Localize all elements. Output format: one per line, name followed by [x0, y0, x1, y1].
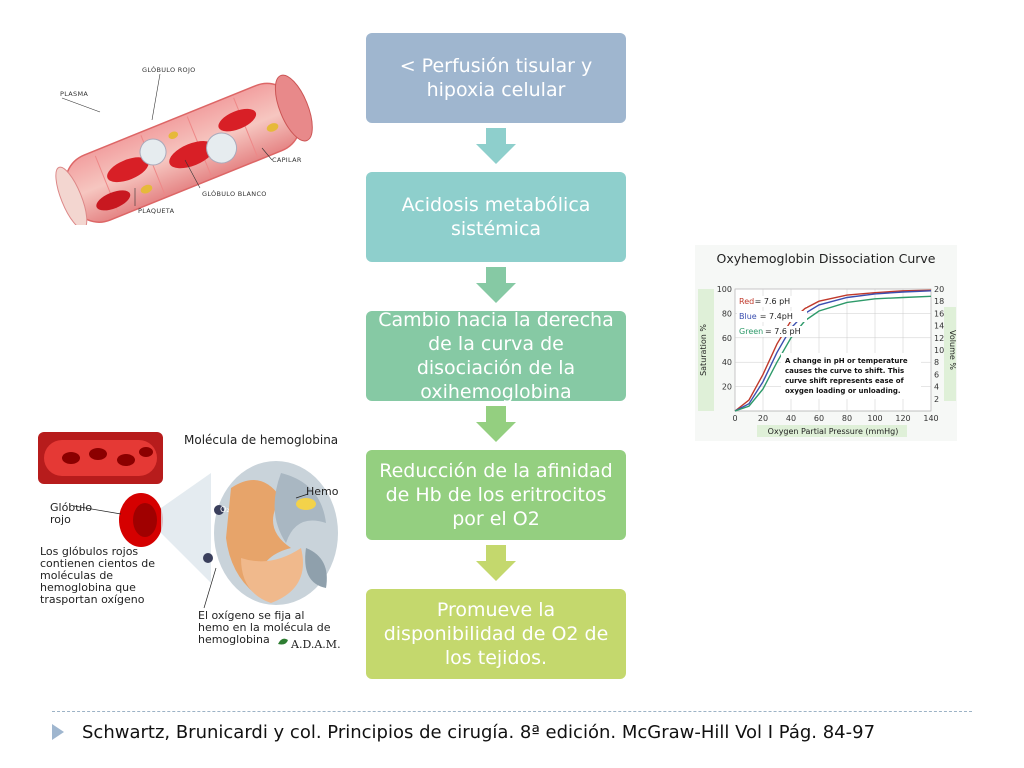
xlabel-bg: [757, 425, 907, 437]
chart-title: Oxyhemoglobin Dissociation Curve: [716, 251, 935, 266]
x-tick-label: 100: [867, 414, 882, 423]
oxygen-note: El oxígeno se fija al hemo en la molécul…: [198, 609, 331, 646]
label-hemo: Hemo: [306, 485, 339, 498]
label-globulo-rojo: GLÓBULO ROJO: [142, 66, 196, 74]
y-right-tick-label: 6: [934, 370, 939, 379]
y-right-tick-label: 20: [934, 285, 944, 294]
down-arrow-icon: [476, 406, 516, 442]
y-tick-label: 40: [722, 358, 732, 367]
adam-logo: A.D.A.M.: [291, 638, 341, 651]
xlabel: Oxygen Partial Pressure (mmHg): [768, 427, 899, 436]
ylabel-right-bg: [944, 307, 956, 401]
y-right-tick-label: 10: [934, 346, 944, 355]
flow-step-5: Promueve la disponibilidad de O2 de los …: [366, 589, 626, 679]
y-tick-label: 60: [722, 334, 732, 343]
legend-label: = 7.6 pH: [765, 327, 801, 336]
annotation-line: causes the curve to shift. This: [785, 367, 904, 375]
x-tick-label: 140: [923, 414, 938, 423]
chart-svg: Oxyhemoglobin Dissociation Curve 0 20 40 60 8…: [698, 251, 957, 437]
flow-step-1: < Perfusión tisular y hipoxia celular: [366, 33, 626, 123]
y-right-tick-label: 8: [934, 358, 939, 367]
legend-color-word: Green: [739, 327, 763, 336]
citation: Schwartz, Brunicardi y col. Principios d…: [82, 722, 876, 743]
legend-label: = 7.6 pH: [755, 297, 791, 306]
x-tick-label: 120: [895, 414, 910, 423]
flow-step-3: Cambio hacia la derecha de la curva de d…: [366, 309, 626, 403]
annotation-line: curve shift represents ease of: [785, 377, 905, 385]
label-plasma: PLASMA: [60, 90, 89, 98]
legend-label: = 7.4pH: [760, 312, 793, 321]
y-right-tick-label: 12: [934, 334, 944, 343]
flow-step-2: Acidosis metabólica sistémica: [366, 172, 626, 262]
down-arrow-icon: [476, 545, 516, 581]
legend-bg: [737, 326, 807, 337]
series-line-0: [734, 289, 932, 412]
label-globulo-blanco: GLÓBULO BLANCO: [202, 190, 267, 198]
legend-color-word: Blue: [739, 312, 757, 321]
footer-divider: [52, 711, 972, 712]
legend-bg: [737, 311, 807, 322]
label-plaqueta: PLAQUETA: [138, 207, 175, 215]
y-right-tick-label: 16: [934, 309, 944, 318]
x-tick-label: 60: [814, 414, 824, 423]
label-capilar: CAPILAR: [272, 156, 302, 164]
y-right-tick-label: 2: [934, 395, 939, 404]
y-tick-label: 100: [717, 285, 732, 294]
hemoglobin-image: [38, 432, 338, 645]
hemoglobin-illustration: Molécula de hemoglobina Hemo Glóbulo roj…: [36, 428, 346, 658]
bullet-triangle-icon: [52, 724, 64, 740]
y-tick-label: 80: [722, 309, 732, 318]
o2-tag: O₂: [220, 505, 230, 514]
hemoglobin-title: Molécula de hemoglobina: [184, 433, 339, 447]
ylabel-left: Saturation %: [699, 324, 708, 376]
ylabel-left-bg: [698, 289, 714, 411]
label-globulo: Glóbulo rojo: [50, 501, 93, 526]
capillary-image: [55, 73, 313, 230]
annotation-line: A change in pH or temperature: [785, 357, 908, 365]
legend-color-word: Red: [739, 297, 754, 306]
down-arrow-icon: [476, 128, 516, 164]
x-tick-label: 80: [842, 414, 852, 423]
legend-bg: [737, 296, 807, 307]
hemoglobin-description: Los glóbulos rojos contienen cientos de …: [40, 545, 155, 606]
y-right-tick-label: 4: [934, 383, 939, 392]
capillary-illustration: GLÓBULO ROJO PLASMA CAPILAR GLÓBULO BLAN…: [40, 60, 330, 230]
ylabel-right: Volume %: [948, 330, 957, 370]
annotation-bg: [781, 353, 921, 399]
y-tick-label: 20: [722, 383, 732, 392]
y-right-tick-label: 18: [934, 297, 944, 306]
x-tick-label: 40: [786, 414, 796, 423]
down-arrow-icon: [476, 267, 516, 303]
flow-step-4: Reducción de la afinidad de Hb de los er…: [366, 450, 626, 540]
oxyhemoglobin-chart: Oxyhemoglobin Dissociation Curve 0 20 40 60 8…: [695, 245, 957, 441]
x-tick-label: 0: [732, 414, 737, 423]
annotation-line: oxygen loading or unloading.: [785, 387, 901, 395]
y-right-tick-label: 14: [934, 322, 944, 331]
x-tick-label: 20: [758, 414, 768, 423]
